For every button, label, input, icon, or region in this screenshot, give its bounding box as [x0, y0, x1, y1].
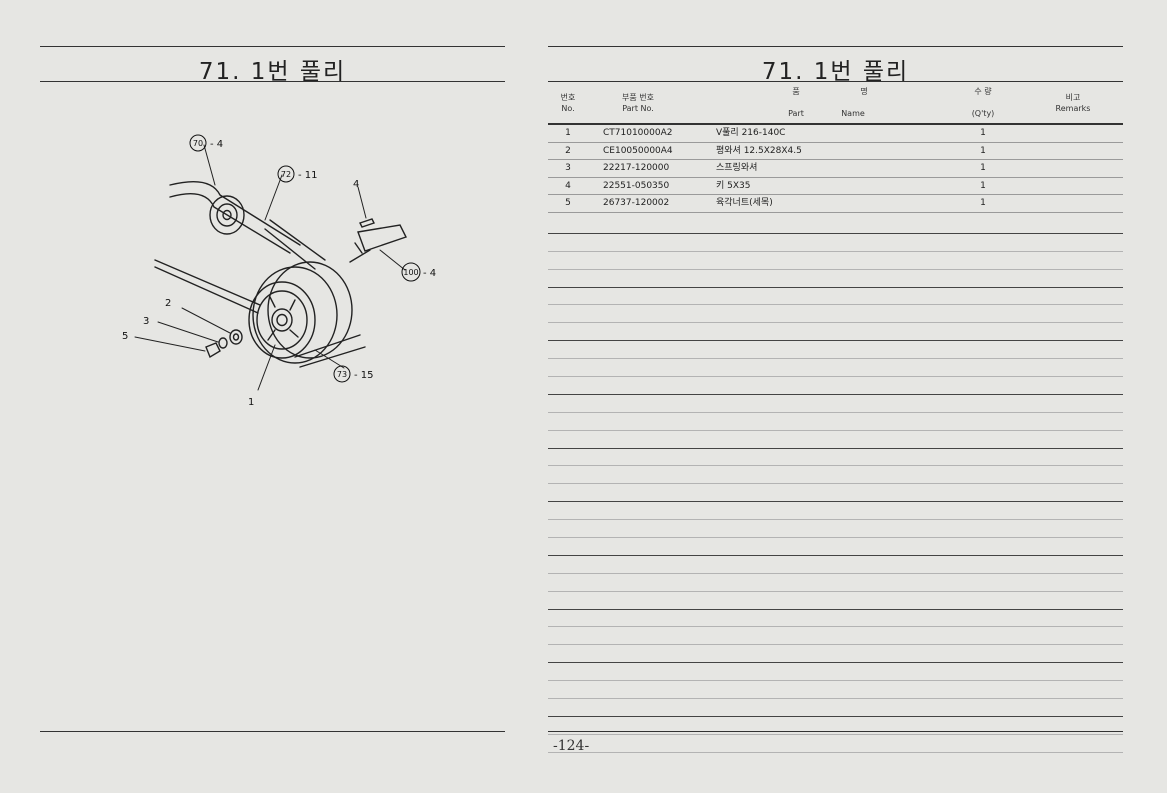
top-rule — [548, 46, 1123, 47]
table-line — [548, 413, 1123, 431]
table-row: 5 26737-120002 육각너트(세목) 1 — [548, 195, 1123, 213]
header-name-en-2: Name — [841, 109, 865, 118]
right-page: 71. 1번 풀리 번호 No. 부품 번호 Part No. 품 명 Part… — [548, 0, 1123, 793]
callout-1: 1 — [248, 397, 254, 408]
pulley-exploded-diagram: 70 - 4 72 - 11 4 100 - 4 2 3 5 73 - 15 1 — [122, 134, 436, 408]
header-no: 번호 No. — [560, 93, 576, 113]
table-line — [548, 699, 1123, 717]
header-rule — [548, 123, 1123, 125]
bottom-rule — [548, 731, 1123, 732]
blank-table-lines — [548, 216, 1123, 753]
page-title: 71. 1번 풀리 — [198, 59, 347, 85]
header-name-ko-2: 명 — [860, 87, 868, 96]
table-line — [548, 234, 1123, 252]
table-line — [548, 574, 1123, 592]
title-rule — [548, 81, 1123, 82]
left-page: 71. 1번 풀리 — [0, 0, 540, 793]
callout-4: 4 — [353, 179, 359, 190]
table-line — [548, 216, 1123, 234]
table-row: 1 CT71010000A2 V풀리 216-140C 1 — [548, 125, 1123, 143]
header-name-en-1: Part — [788, 109, 804, 118]
table-line — [548, 252, 1123, 270]
header-remarks: 비고 Remarks — [1055, 93, 1091, 113]
table-line — [548, 484, 1123, 503]
callout-72-qty: - 11 — [298, 170, 318, 181]
table-line — [548, 610, 1123, 628]
table-line — [548, 592, 1123, 610]
table-line — [548, 645, 1123, 664]
callout-72: 72 — [281, 170, 291, 179]
table-line — [548, 395, 1123, 413]
header-qty-ko: 수 량 — [974, 87, 992, 96]
table-line — [548, 681, 1123, 700]
table-line — [548, 323, 1123, 342]
header-name-ko-1: 품 — [792, 87, 800, 96]
callout-70-qty: - 4 — [210, 139, 223, 150]
table-line — [548, 305, 1123, 324]
table-line — [548, 288, 1123, 306]
callout-5: 5 — [122, 331, 128, 342]
page-number: -124- — [553, 738, 590, 754]
table-line — [548, 735, 1123, 753]
title-rule — [40, 81, 505, 82]
table-line — [548, 520, 1123, 539]
header-qty-en: (Q'ty) — [971, 109, 995, 118]
table-line — [548, 449, 1123, 467]
table-line — [548, 377, 1123, 395]
page-title: 71. 1번 풀리 — [761, 59, 910, 85]
callout-73: 73 — [337, 370, 347, 379]
bottom-rule — [40, 731, 505, 732]
table-line — [548, 270, 1123, 288]
parts-table: 1 CT71010000A2 V풀리 216-140C 1 2 CE100500… — [548, 125, 1123, 213]
table-line — [548, 556, 1123, 574]
table-line — [548, 538, 1123, 556]
table-line — [548, 341, 1123, 360]
table-line — [548, 502, 1123, 521]
callout-73-qty: - 15 — [354, 370, 374, 381]
table-line — [548, 663, 1123, 682]
table-line — [548, 359, 1123, 378]
callout-70: 70 — [193, 139, 203, 148]
callout-100-qty: - 4 — [423, 268, 436, 279]
table-row: 2 CE10050000A4 평와셔 12.5X28X4.5 1 — [548, 143, 1123, 161]
top-rule — [40, 46, 505, 47]
callout-3: 3 — [143, 316, 149, 327]
callout-2: 2 — [165, 298, 171, 309]
table-line — [548, 717, 1123, 735]
callout-100: 100 — [403, 268, 418, 277]
table-line — [548, 627, 1123, 646]
table-row: 3 22217-120000 스프링와셔 1 — [548, 160, 1123, 178]
header-part-no: 부품 번호 Part No. — [622, 93, 654, 113]
table-line — [548, 466, 1123, 485]
table-line — [548, 431, 1123, 449]
table-row: 4 22551-050350 키 5X35 1 — [548, 178, 1123, 196]
